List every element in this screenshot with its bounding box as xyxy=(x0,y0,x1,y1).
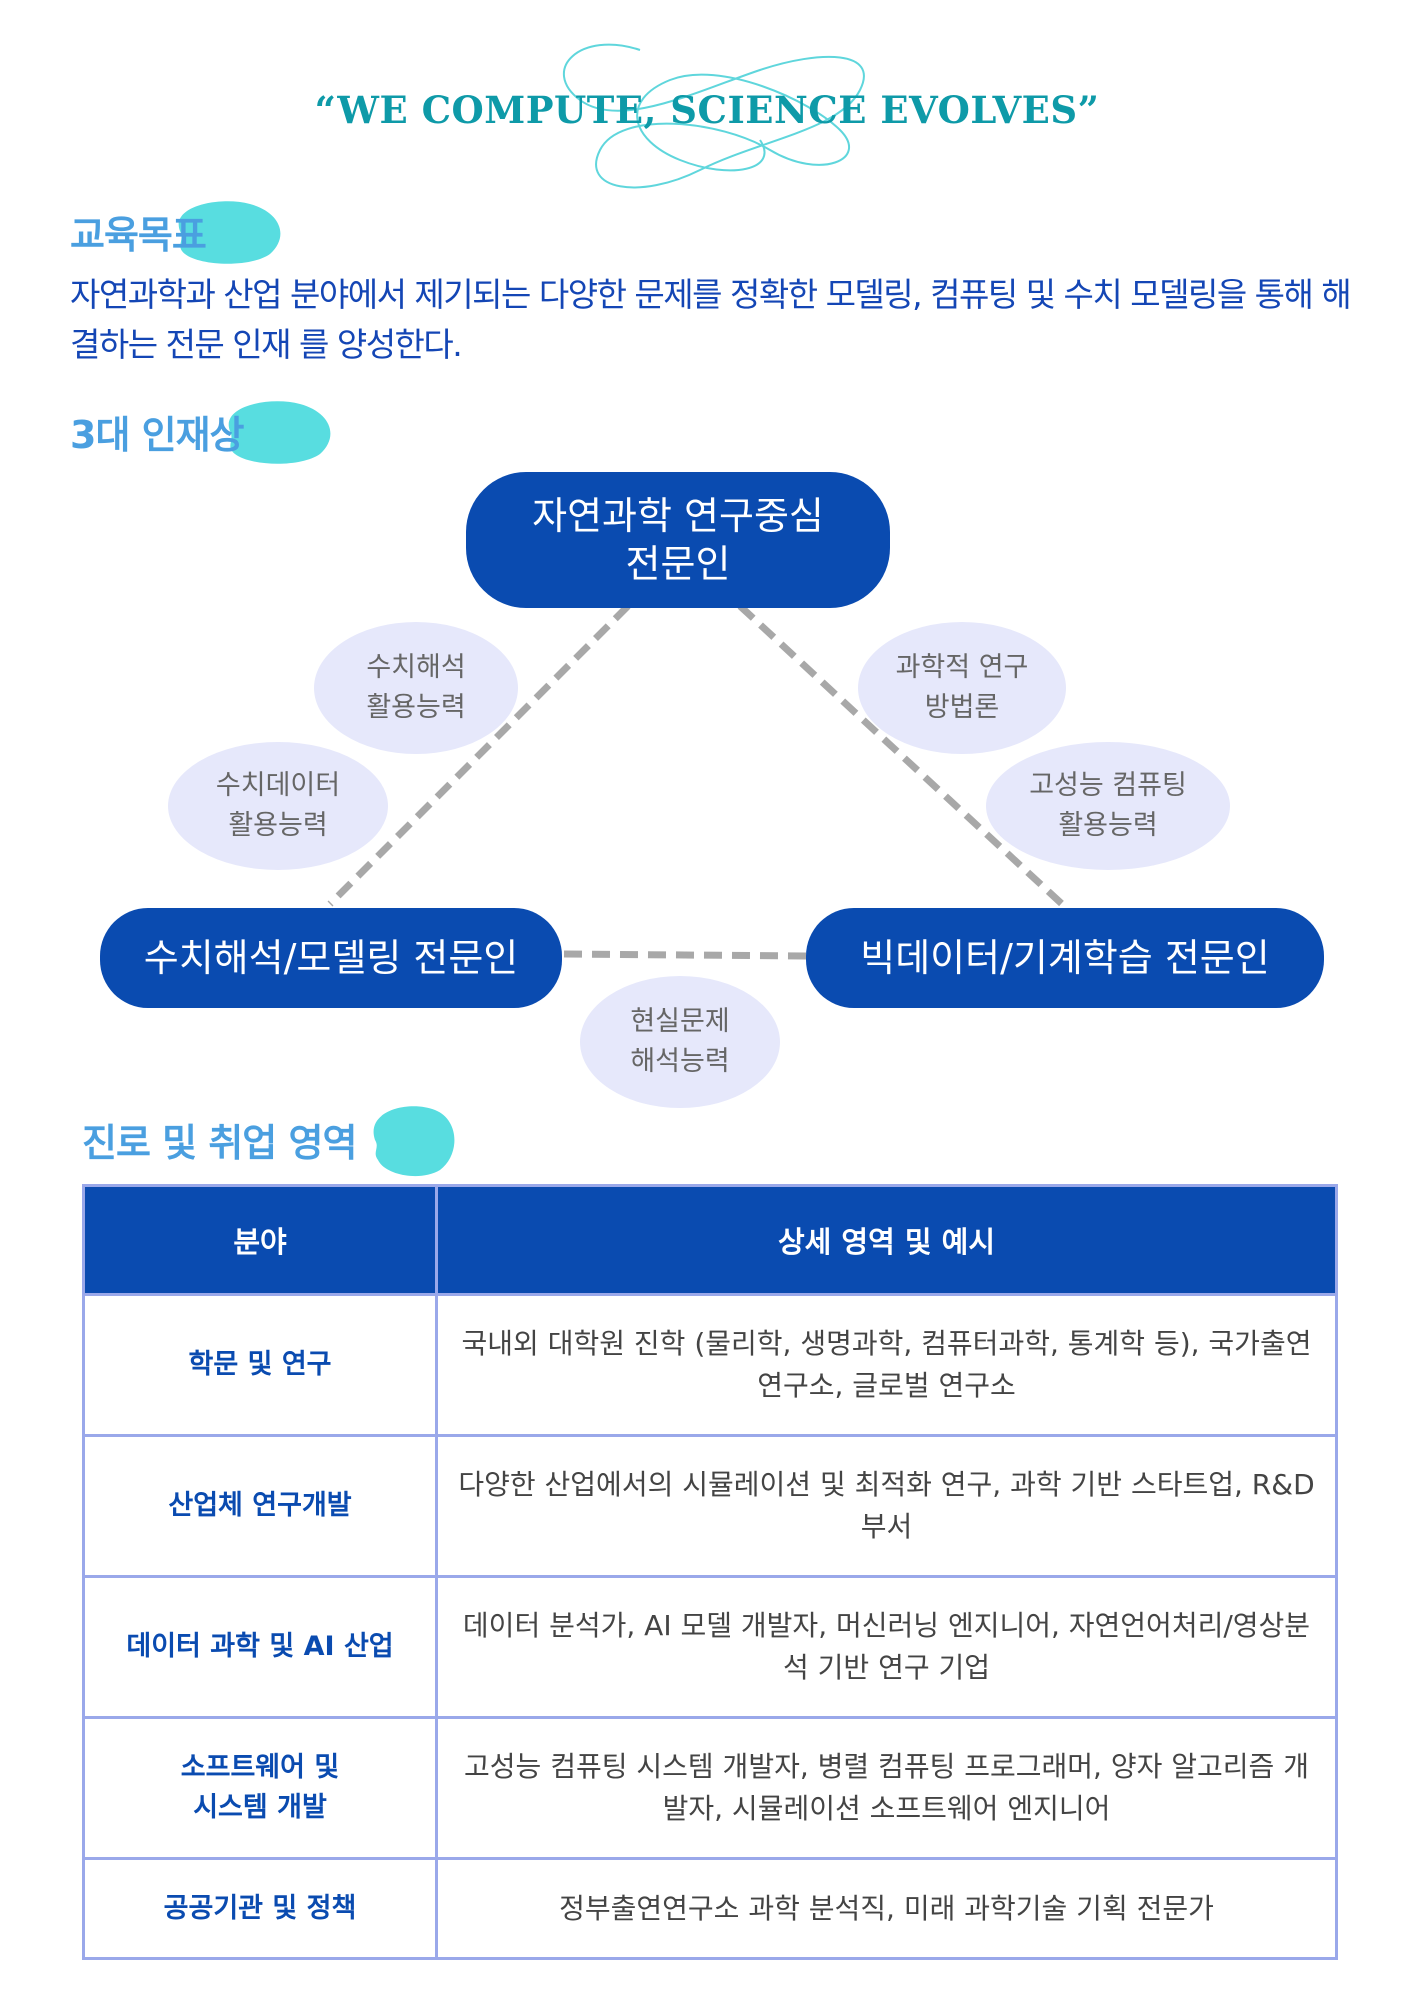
row-detail: 고성능 컴퓨팅 시스템 개발자, 병렬 컴퓨팅 프로그래머, 양자 알고리즘 개… xyxy=(435,1716,1338,1860)
bubble-hpc: 고성능 컴퓨팅 활용능력 xyxy=(986,742,1230,870)
title-blob-decoration xyxy=(228,401,331,464)
table-row: 데이터 과학 및 AI 산업 데이터 분석가, AI 모델 개발자, 머신러닝 … xyxy=(82,1575,1338,1719)
column-header-detail: 상세 영역 및 예시 xyxy=(435,1184,1338,1296)
bubble-real-problem: 현실문제 해석능력 xyxy=(580,976,780,1108)
row-field: 데이터 과학 및 AI 산업 xyxy=(82,1575,438,1719)
career-table: 분야 상세 영역 및 예시 학문 및 연구 국내외 대학원 진학 (물리학, 생… xyxy=(82,1184,1338,1960)
talent-diagram-connectors xyxy=(327,603,1065,960)
row-field: 산업체 연구개발 xyxy=(82,1434,438,1578)
section-title-talent: 3대 인재상 xyxy=(70,413,245,457)
row-field: 소프트웨어 및 시스템 개발 xyxy=(82,1716,438,1860)
talent-node-research: 자연과학 연구중심 전문인 xyxy=(466,472,890,608)
column-header-field: 분야 xyxy=(82,1184,438,1296)
table-row: 공공기관 및 정책 정부출연연구소 과학 분석직, 미래 과학기술 기획 전문가 xyxy=(82,1857,1338,1960)
table-row: 소프트웨어 및 시스템 개발 고성능 컴퓨팅 시스템 개발자, 병렬 컴퓨팅 프… xyxy=(82,1716,1338,1860)
title-blob-decoration xyxy=(373,1106,455,1177)
row-field: 학문 및 연구 xyxy=(82,1293,438,1437)
section-title-education-goal: 교육목표 xyxy=(70,213,207,257)
talent-node-bigdata-ml: 빅데이터/기계학습 전문인 xyxy=(806,908,1324,1008)
row-detail: 데이터 분석가, AI 모델 개발자, 머신러닝 엔지니어, 자연언어처리/영상… xyxy=(435,1575,1338,1719)
connector-top-left xyxy=(327,603,631,907)
connector-top-right xyxy=(737,603,1065,907)
education-goal-text: 자연과학과 산업 분야에서 제기되는 다양한 문제를 정확한 모델링, 컴퓨팅 … xyxy=(70,275,1352,364)
bubble-numerical-data: 수치데이터 활용능력 xyxy=(168,742,388,870)
slogan-squiggle-decoration xyxy=(562,43,865,189)
row-detail: 다양한 산업에서의 시뮬레이션 및 최적화 연구, 과학 기반 스타트업, R&… xyxy=(435,1434,1338,1578)
table-row: 산업체 연구개발 다양한 산업에서의 시뮬레이션 및 최적화 연구, 과학 기반… xyxy=(82,1434,1338,1578)
talent-node-numerical-modeling: 수치해석/모델링 전문인 xyxy=(100,908,562,1008)
table-header-row: 분야 상세 영역 및 예시 xyxy=(82,1184,1338,1296)
bubble-numerical-analysis: 수치해석 활용능력 xyxy=(314,622,518,754)
section-title-career: 진로 및 취업 영역 xyxy=(82,1121,357,1165)
title-blob-decoration xyxy=(178,201,281,264)
connector-left-right xyxy=(563,950,809,960)
bubble-scientific-method: 과학적 연구방법론 xyxy=(858,622,1066,754)
row-field: 공공기관 및 정책 xyxy=(82,1857,438,1960)
row-detail: 정부출연연구소 과학 분석직, 미래 과학기술 기획 전문가 xyxy=(435,1857,1338,1960)
row-detail: 국내외 대학원 진학 (물리학, 생명과학, 컴퓨터과학, 통계학 등), 국가… xyxy=(435,1293,1338,1437)
table-row: 학문 및 연구 국내외 대학원 진학 (물리학, 생명과학, 컴퓨터과학, 통계… xyxy=(82,1293,1338,1437)
slogan: “WE COMPUTE, SCIENCE EVOLVES” xyxy=(314,88,1100,132)
